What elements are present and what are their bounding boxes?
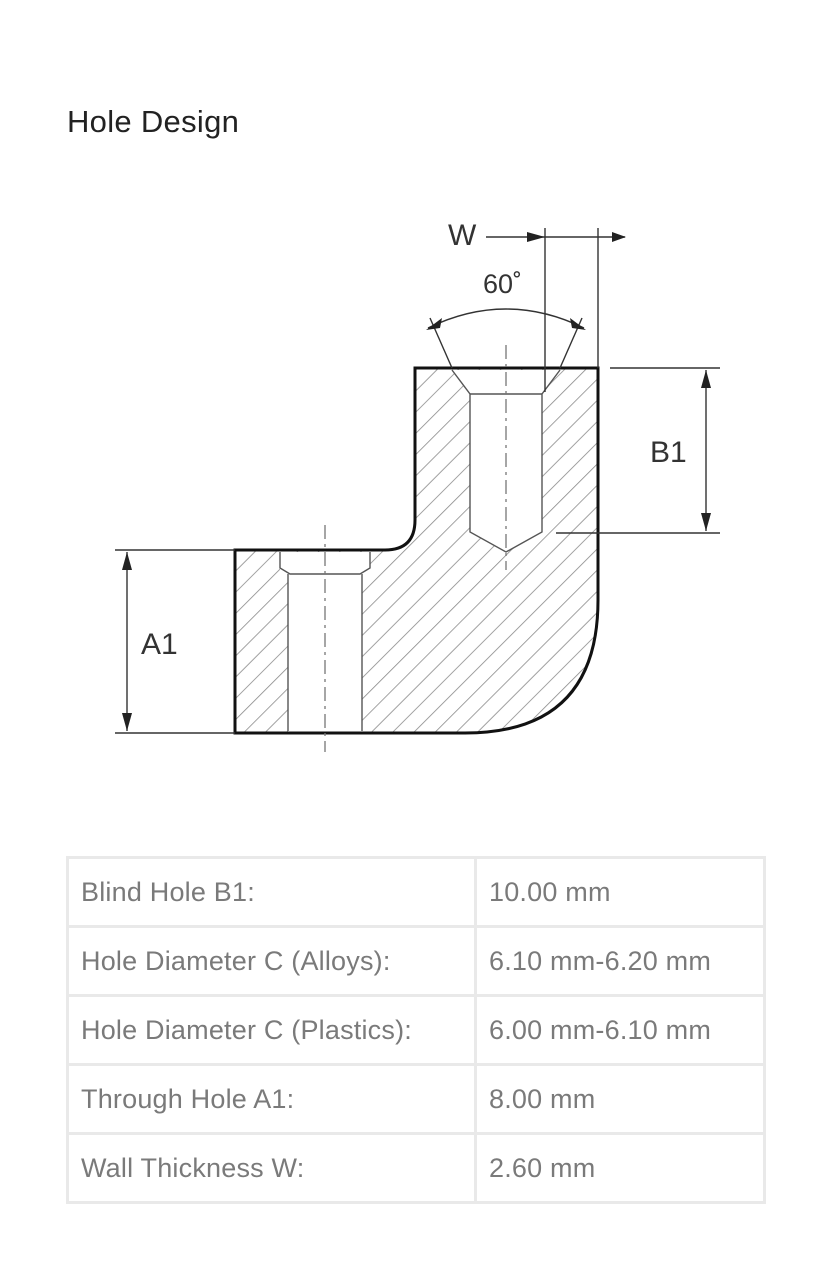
hole-design-diagram: W 60˚ B1 A1 bbox=[115, 219, 720, 752]
table-row: Hole Diameter C (Plastics): 6.00 mm-6.10… bbox=[66, 994, 766, 1066]
wall-label: W bbox=[448, 219, 477, 252]
spec-label: Wall Thickness W: bbox=[66, 1132, 477, 1204]
table-row: Wall Thickness W: 2.60 mm bbox=[66, 1132, 766, 1204]
spec-value: 10.00 mm bbox=[474, 856, 766, 928]
page-title: Hole Design bbox=[67, 104, 240, 139]
spec-label: Hole Diameter C (Plastics): bbox=[66, 994, 477, 1066]
spec-value: 2.60 mm bbox=[474, 1132, 766, 1204]
blind-hole-label: B1 bbox=[650, 436, 687, 469]
through-hole-label: A1 bbox=[141, 628, 178, 661]
part-body bbox=[233, 366, 600, 735]
specs-table: Blind Hole B1: 10.00 mm Hole Diameter C … bbox=[66, 856, 766, 1204]
spec-value: 8.00 mm bbox=[474, 1063, 766, 1135]
spec-label: Hole Diameter C (Alloys): bbox=[66, 925, 477, 997]
spec-value: 6.10 mm-6.20 mm bbox=[474, 925, 766, 997]
table-row: Blind Hole B1: 10.00 mm bbox=[66, 856, 766, 928]
table-row: Through Hole A1: 8.00 mm bbox=[66, 1063, 766, 1135]
spec-value: 6.00 mm-6.10 mm bbox=[474, 994, 766, 1066]
spec-label: Through Hole A1: bbox=[66, 1063, 477, 1135]
spec-label: Blind Hole B1: bbox=[66, 856, 477, 928]
table-row: Hole Diameter C (Alloys): 6.10 mm-6.20 m… bbox=[66, 925, 766, 997]
angle-label: 60˚ bbox=[483, 269, 522, 299]
